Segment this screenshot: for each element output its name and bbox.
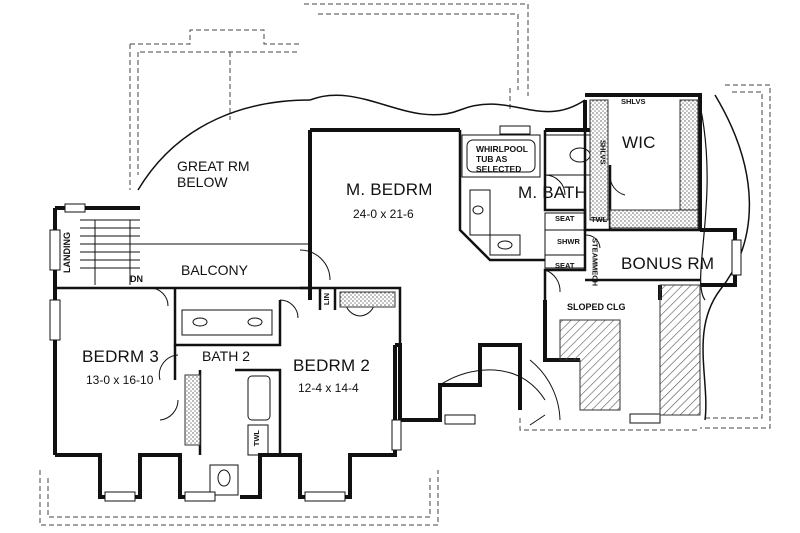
thin-lines [80,134,626,496]
m-bath-label: M. BATH [518,183,588,202]
mech-line: MECH [590,264,600,287]
lin-label: LIN [322,293,331,306]
bonus-rm-label: BONUS RM [621,254,715,273]
m-bedrm-name: M. BEDRM [346,180,433,199]
shlvs-top-label: SHLVS [621,97,646,106]
whirlpool-label: WHIRLPOOL TUB AS SELECTED [476,144,528,174]
bath2-label: BATH 2 [202,348,250,364]
great-room-curve [137,99,311,191]
bonus-wavy-wall [702,94,751,421]
m-bedrm-dims: 24-0 x 21-6 [353,207,414,221]
great-rm-line1: GREAT RM [177,158,250,174]
master-wavy-wall [309,94,586,116]
shwr-label: SHWR [557,237,580,246]
roof-outline [39,3,771,526]
twl-bath2-label: TWL [252,430,261,447]
landing-label: LANDING [62,232,72,273]
bedrm3-dims: 13-0 x 16-10 [86,373,154,387]
shlvs-side-label: SHLVS [598,140,608,165]
whirlpool-line2: TUB AS [476,153,508,164]
sloped-clg-label: SLOPED CLG [567,302,626,312]
bedrm2-dims: 12-4 x 14-4 [298,381,359,395]
bedrm3-name: BEDRM 3 [82,347,159,366]
bedrm2-name: BEDRM 2 [293,356,370,375]
windows [49,125,742,502]
seat-top-label: SEAT [555,214,575,223]
whirlpool-line1: WHIRLPOOL [476,144,528,154]
hatched-areas [184,99,701,446]
whirlpool-line3: SELECTED [476,163,522,174]
balcony-label: BALCONY [181,262,248,278]
twl-master-label: TWL [591,215,608,224]
great-rm-label: GREAT RM BELOW [177,158,250,190]
great-rm-line2: BELOW [177,174,228,191]
dn-label: DN [130,274,143,284]
seat-bottom-label: SEAT [555,261,575,270]
steam-mech-label: STEAM MECH [590,238,600,287]
steam-line: STEAM [590,238,600,265]
wic-label: WIC [622,133,656,152]
